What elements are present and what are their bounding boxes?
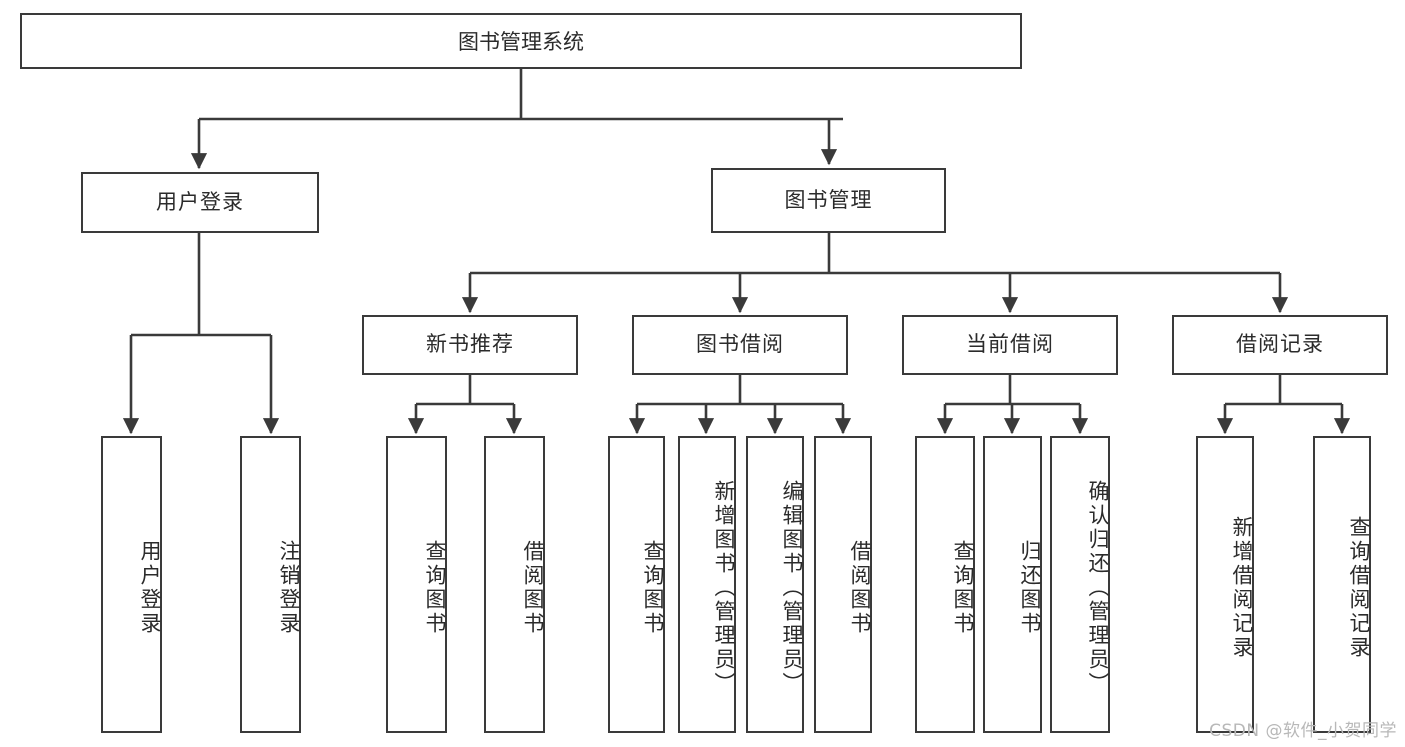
node-leaf-confirm-return[interactable]: 确认归还（管理员） — [1050, 436, 1110, 733]
node-leaf-return-book[interactable]: 归还图书 — [983, 436, 1042, 733]
node-label: 新书推荐 — [426, 332, 514, 357]
node-label: 新增借阅记录 — [1230, 515, 1254, 660]
node-leaf-edit-book[interactable]: 编辑图书（管理员） — [746, 436, 804, 733]
node-label: 编辑图书（管理员） — [780, 479, 804, 696]
node-label: 用户登录 — [156, 189, 244, 214]
node-current-borrow[interactable]: 当前借阅 — [902, 315, 1118, 375]
node-new-book-recommend[interactable]: 新书推荐 — [362, 315, 578, 375]
node-leaf-user-login[interactable]: 用户登录 — [101, 436, 162, 733]
node-label: 确认归还（管理员） — [1086, 479, 1110, 696]
node-label: 查询借阅记录 — [1347, 515, 1371, 660]
watermark-text: CSDN @软件_小贺同学 — [1209, 721, 1397, 741]
node-leaf-query-book-1[interactable]: 查询图书 — [386, 436, 447, 733]
node-label: 查询图书 — [951, 539, 975, 636]
node-leaf-query-book-3[interactable]: 查询图书 — [915, 436, 975, 733]
node-label: 查询图书 — [641, 539, 665, 636]
node-book-manage[interactable]: 图书管理 — [711, 168, 946, 233]
node-leaf-query-record[interactable]: 查询借阅记录 — [1313, 436, 1371, 733]
node-user-login[interactable]: 用户登录 — [81, 172, 319, 233]
node-label: 借阅记录 — [1236, 332, 1324, 357]
node-leaf-query-book-2[interactable]: 查询图书 — [608, 436, 665, 733]
node-leaf-borrow-book-2[interactable]: 借阅图书 — [814, 436, 872, 733]
node-label: 注销登录 — [277, 539, 301, 636]
node-label: 图书借阅 — [696, 332, 784, 357]
node-label: 当前借阅 — [966, 332, 1054, 357]
node-label: 查询图书 — [423, 539, 447, 636]
node-leaf-borrow-book-1[interactable]: 借阅图书 — [484, 436, 545, 733]
node-title-box[interactable]: 图书管理系统 — [20, 13, 1022, 69]
node-label: 借阅图书 — [848, 539, 872, 636]
node-label: 新增图书（管理员） — [712, 479, 736, 696]
node-book-borrow[interactable]: 图书借阅 — [632, 315, 848, 375]
node-borrow-record[interactable]: 借阅记录 — [1172, 315, 1388, 375]
node-label: 图书管理 — [784, 187, 873, 212]
node-label: 借阅图书 — [521, 539, 545, 636]
node-leaf-add-record[interactable]: 新增借阅记录 — [1196, 436, 1254, 733]
node-leaf-add-book[interactable]: 新增图书（管理员） — [678, 436, 736, 733]
node-leaf-logout[interactable]: 注销登录 — [240, 436, 301, 733]
node-label: 图书管理系统 — [458, 30, 584, 54]
node-label: 归还图书 — [1018, 539, 1042, 636]
node-label: 用户登录 — [138, 539, 162, 636]
